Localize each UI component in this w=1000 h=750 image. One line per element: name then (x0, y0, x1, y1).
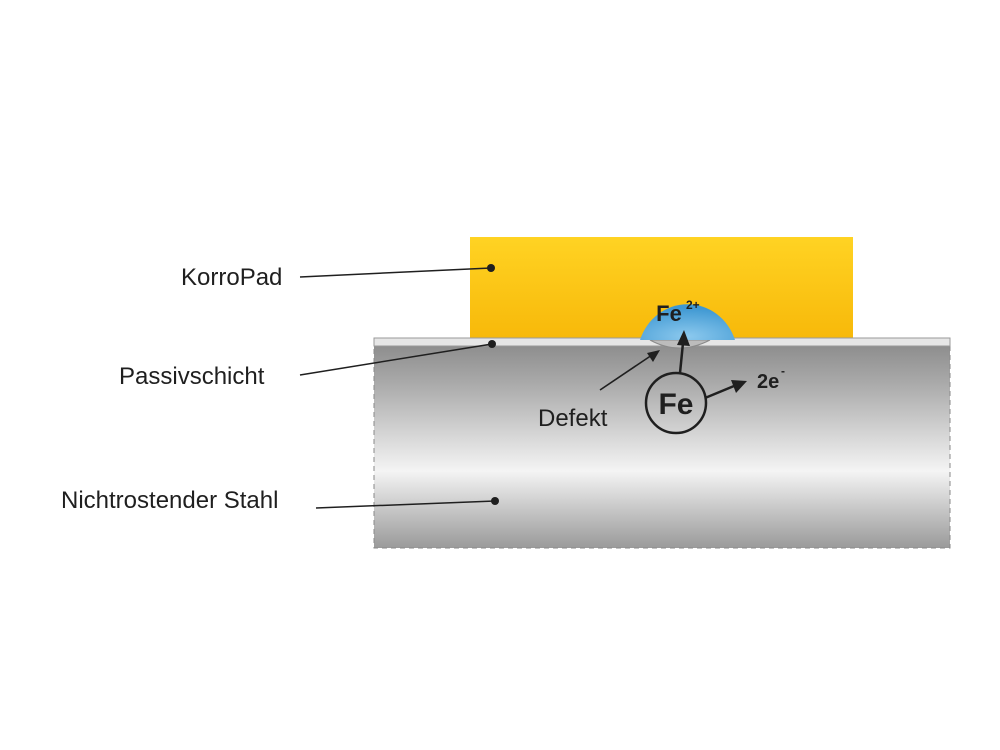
steel-block (373, 345, 951, 549)
electrons-charge: - (781, 364, 785, 378)
defect-label: Defekt (538, 405, 608, 432)
steel-leader-dot (491, 497, 499, 505)
electrons-label: 2e (757, 371, 779, 393)
korropad-leader (299, 267, 492, 278)
arrow-fe-to-ion (677, 330, 690, 374)
passive-layer-leader-dot (488, 340, 496, 348)
arrow-fe-to-electrons (704, 380, 747, 400)
passive-layer-leader (299, 343, 493, 376)
steel-label: Nichtrostender Stahl (61, 487, 278, 514)
fe-ion-charge: 2+ (686, 298, 700, 312)
korropad-leader-dot (487, 264, 495, 272)
fe-ion-label: Fe (656, 301, 682, 326)
fe-atom-label: Fe (658, 388, 693, 421)
fe-atom: Fe (644, 371, 708, 435)
fe-ion-drop: Fe 2+ (640, 298, 735, 340)
defect-leader (599, 350, 660, 391)
steel-leader (315, 500, 496, 509)
korropad-label: KorroPad (181, 264, 282, 291)
passive-layer-label: Passivschicht (119, 363, 265, 390)
fe-atom-circle (644, 371, 708, 435)
